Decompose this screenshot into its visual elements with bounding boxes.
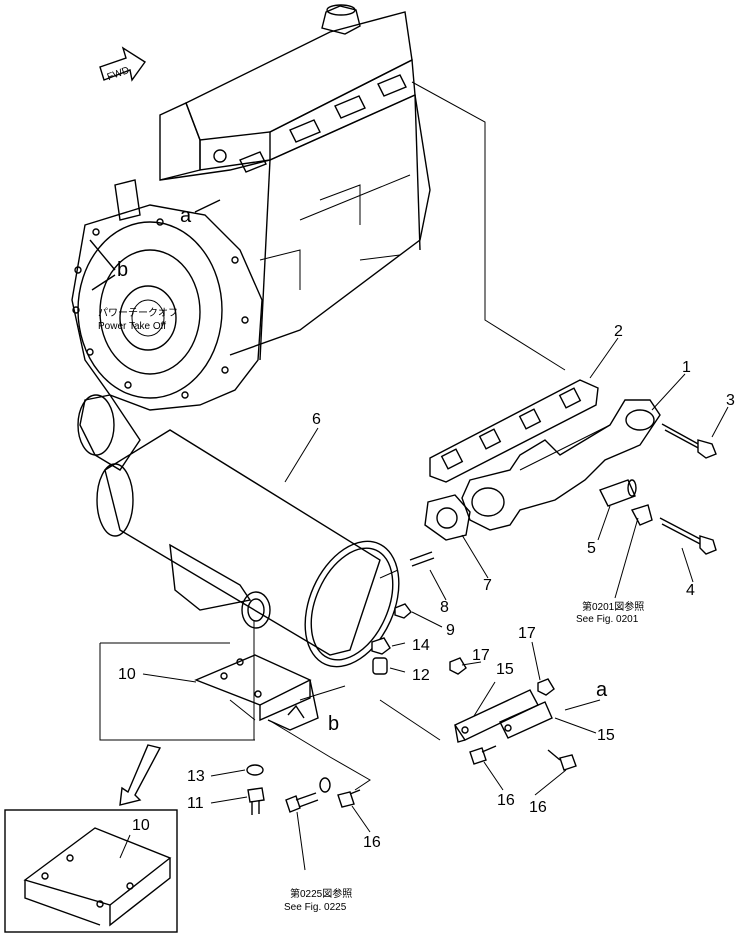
callout-5: 5	[587, 540, 596, 557]
callout-2: 2	[614, 323, 623, 340]
callout-16-center: 16	[497, 792, 515, 809]
callout-8: 8	[440, 599, 449, 616]
nut-14	[371, 637, 391, 655]
nut-9	[394, 603, 412, 619]
ref-0201-en: See Fig. 0201	[576, 614, 639, 625]
nut-17-right	[537, 678, 555, 696]
bolt-16-right	[547, 749, 577, 771]
sleeve-12	[372, 657, 388, 675]
clamp-left	[453, 689, 539, 743]
callout-10-inset: 10	[132, 817, 150, 834]
manifold-gasket	[429, 379, 599, 483]
washer-small	[319, 777, 331, 793]
clip-bracket	[630, 504, 653, 526]
bolt-16-center	[469, 745, 497, 765]
outlet-gasket	[424, 494, 471, 541]
clamp-right	[499, 701, 553, 739]
callout-13: 13	[187, 768, 205, 785]
pto-label-jp: パワーテークオフ	[98, 307, 178, 319]
leader-lines	[119, 337, 729, 859]
callout-16-right: 16	[529, 799, 547, 816]
callout-15-right: 15	[597, 727, 615, 744]
callout-9: 9	[446, 622, 455, 639]
engine-reference-arrows: a b パワーテークオフ Power Take Off	[89, 199, 221, 332]
stud-bolt	[409, 551, 435, 567]
callout-14: 14	[412, 637, 430, 654]
manifold-bolt	[661, 423, 717, 459]
pto-label-en: Power Take Off	[98, 321, 166, 332]
ref-0225-jp: 第0225図参照	[290, 887, 352, 900]
power-take-off-housing	[71, 179, 263, 411]
callout-6: 6	[312, 411, 321, 428]
nut-17-left	[449, 657, 467, 675]
bolt-fig-0225	[285, 792, 319, 813]
bolt-11	[247, 787, 265, 815]
fwd-label: FWD	[106, 65, 131, 83]
muffler-bracket	[194, 654, 319, 731]
view-arrow	[119, 744, 162, 806]
letter-a-engine: a	[180, 205, 192, 227]
callout-10: 10	[118, 666, 136, 683]
callout-4: 4	[686, 582, 695, 599]
letter-b-bracket: b	[328, 713, 339, 735]
callout-17-right: 17	[518, 625, 536, 642]
callout-11: 11	[187, 795, 204, 812]
washer-13	[246, 764, 264, 776]
spacer-sleeve	[599, 479, 637, 507]
callout-numbers: 1 2 3 4 5 6 7 8 9 10 10 11 12 13 14 15 1…	[118, 323, 735, 851]
letter-a-clamp: a	[596, 679, 608, 701]
callout-7: 7	[483, 577, 492, 594]
exhaust-manifold	[461, 399, 661, 531]
ref-0201-jp: 第0201図参照	[582, 600, 644, 613]
letter-b-engine: b	[117, 259, 128, 281]
engine-block	[159, 4, 431, 361]
long-bolt	[659, 517, 717, 555]
callout-1: 1	[682, 359, 691, 376]
callout-3: 3	[726, 392, 735, 409]
callout-17-left: 17	[472, 647, 490, 664]
ref-0225-en: See Fig. 0225	[284, 902, 347, 913]
callout-15-left: 15	[496, 661, 514, 678]
inset-detail-box	[4, 809, 178, 933]
forward-direction-arrow: FWD	[99, 46, 147, 83]
callout-12: 12	[412, 667, 430, 684]
bolt-16-left	[337, 789, 361, 808]
muffler	[77, 394, 400, 668]
reference-notes: 第0201図参照 See Fig. 0201 第0225図参照 See Fig.…	[284, 600, 644, 913]
callout-16-bottom: 16	[363, 834, 381, 851]
